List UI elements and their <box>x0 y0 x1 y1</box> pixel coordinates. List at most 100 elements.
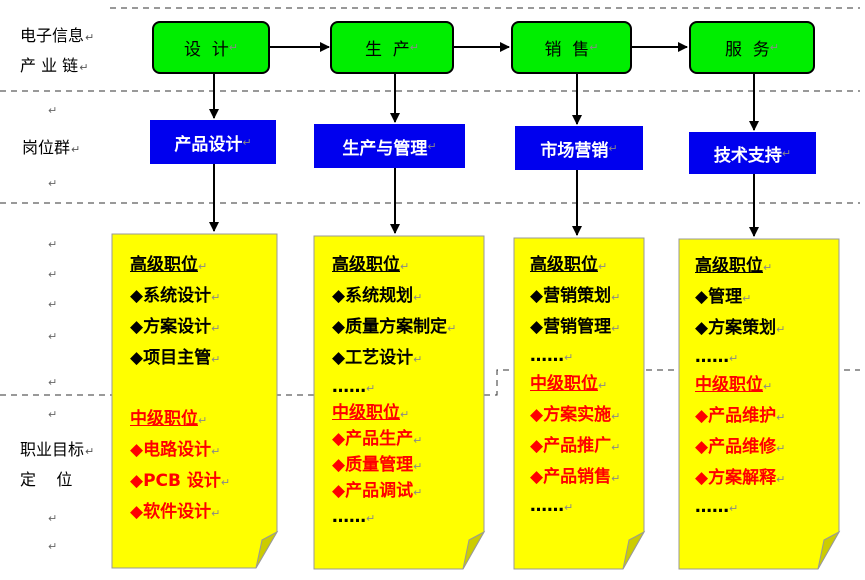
paragraph-mark: ↵ <box>611 291 621 304</box>
paragraph-mark: ↵ <box>48 268 58 281</box>
paragraph-mark: ↵ <box>611 472 621 485</box>
separator-3 <box>0 369 860 396</box>
note-shape-3 <box>513 237 646 570</box>
mid-item: …… <box>695 497 729 517</box>
senior-item: ◆系统规划 <box>332 286 414 306</box>
row-label-target-line1: 职业目标 <box>20 440 85 459</box>
paragraph-mark: ↵ <box>776 411 786 424</box>
paragraph-mark: ↵ <box>447 322 457 335</box>
paragraph-mark: ↵ <box>366 382 376 395</box>
paragraph-mark: ↵ <box>427 139 437 153</box>
paragraph-mark: ↵ <box>48 408 58 421</box>
job-group-label: 产品设计 <box>174 134 243 155</box>
paragraph-mark: ↵ <box>564 501 574 514</box>
job-group-label: 技术支持 <box>713 145 782 166</box>
paragraph-mark: ↵ <box>781 146 792 160</box>
senior-item: ◆方案设计 <box>130 317 212 337</box>
paragraph-mark: ↵ <box>608 141 618 155</box>
paragraph-mark: ↵ <box>220 476 231 489</box>
senior-item: …… <box>695 347 729 367</box>
paragraph-mark: ↵ <box>48 540 58 553</box>
paragraph-mark: ↵ <box>400 408 410 421</box>
paragraph-mark: ↵ <box>729 352 739 365</box>
chain-box-design: 设 计↵ <box>152 21 270 74</box>
paragraph-mark: ↵ <box>776 442 786 455</box>
position-note-1: 高级职位↵ ◆系统设计↵ ◆方案设计↵ ◆项目主管↵ 中级职位↵ ◆电路设计↵ … <box>112 234 277 568</box>
paragraph-mark: ↵ <box>366 512 376 525</box>
mid-item: ◆软件设计 <box>130 502 212 522</box>
paragraph-mark: ↵ <box>763 261 773 274</box>
paragraph-mark: ↵ <box>85 31 95 44</box>
job-group-tech-support: 技术支持↵ <box>689 132 816 174</box>
paragraph-mark: ↵ <box>413 353 423 366</box>
paragraph-mark: ↵ <box>48 177 58 190</box>
paragraph-mark: ↵ <box>769 41 780 54</box>
job-group-label: 生产与管理 <box>342 138 428 159</box>
paragraph-mark: ↵ <box>413 460 423 473</box>
chain-box-label: 设 计 <box>183 40 229 60</box>
row-label-jobs-text: 岗位群 <box>22 138 71 157</box>
paragraph-mark: ↵ <box>71 143 81 156</box>
paragraph-mark: ↵ <box>409 41 420 54</box>
paragraph-mark: ↵ <box>48 238 58 251</box>
mid-item: ◆产品销售 <box>530 467 612 487</box>
paragraph-mark: ↵ <box>611 441 621 454</box>
mid-item: ◆方案实施 <box>530 405 612 425</box>
senior-item: ◆方案策划 <box>695 318 777 338</box>
senior-item: ◆质量方案制定 <box>332 317 448 337</box>
job-group-production-management: 生产与管理↵ <box>314 124 465 168</box>
mid-item: ◆产品推广 <box>530 436 612 456</box>
senior-item: …… <box>332 377 366 397</box>
chain-box-label: 销 售 <box>544 40 590 60</box>
paragraph-mark: ↵ <box>48 512 58 525</box>
senior-item: ◆营销策划 <box>530 286 612 306</box>
chain-box-sales: 销 售↵ <box>511 21 632 74</box>
paragraph-mark: ↵ <box>211 291 221 304</box>
paragraph-mark: ↵ <box>776 323 786 336</box>
mid-title: 中级职位 <box>530 374 598 394</box>
row-label-target-line2: 定 位 <box>20 470 73 489</box>
paragraph-mark: ↵ <box>598 379 608 392</box>
paragraph-mark: ↵ <box>413 434 423 447</box>
note-shape-2 <box>313 235 486 570</box>
mid-item: ◆产品调试 <box>332 481 414 501</box>
note-shape-4 <box>678 238 841 570</box>
mid-title: 中级职位 <box>695 375 763 395</box>
paragraph-mark: ↵ <box>413 486 423 499</box>
paragraph-mark: ↵ <box>48 298 58 311</box>
senior-item: ◆管理 <box>695 287 743 307</box>
mid-title: 中级职位 <box>130 409 198 429</box>
paragraph-mark: ↵ <box>611 322 621 335</box>
paragraph-mark: ↵ <box>729 502 739 515</box>
job-group-marketing: 市场营销↵ <box>515 126 643 170</box>
mid-item: …… <box>530 496 564 516</box>
paragraph-mark: ↵ <box>742 292 752 305</box>
senior-item: …… <box>530 346 564 366</box>
chain-box-production: 生 产↵ <box>330 21 454 74</box>
mid-item: …… <box>332 507 366 527</box>
senior-title: 高级职位 <box>530 255 598 275</box>
job-group-label: 市场营销 <box>540 140 609 161</box>
job-group-product-design: 产品设计↵ <box>150 120 276 164</box>
row-label-chain: 电子信息↵ 产 业 链↵ <box>20 22 94 82</box>
note-shape-1 <box>111 233 279 569</box>
senior-item: ◆营销管理 <box>530 317 612 337</box>
senior-title: 高级职位 <box>695 256 763 276</box>
mid-item: ◆方案解释 <box>695 468 777 488</box>
senior-item: ◆项目主管 <box>130 348 212 368</box>
paragraph-mark: ↵ <box>589 41 599 54</box>
paragraph-mark: ↵ <box>48 330 58 343</box>
mid-item: ◆产品生产 <box>332 429 414 449</box>
paragraph-mark: ↵ <box>48 104 58 117</box>
row-label-chain-line2: 产 业 链 <box>20 56 79 75</box>
position-note-2: 高级职位↵ ◆系统规划↵ ◆质量方案制定↵ ◆工艺设计↵ ……↵ 中级职位↵ ◆… <box>314 236 484 569</box>
mid-item: ◆产品维修 <box>695 437 777 457</box>
paragraph-mark: ↵ <box>211 507 221 520</box>
senior-item: ◆工艺设计 <box>332 348 414 368</box>
paragraph-mark: ↵ <box>85 445 95 458</box>
position-note-3: 高级职位↵ ◆营销策划↵ ◆营销管理↵ ……↵ 中级职位↵ ◆方案实施↵ ◆产品… <box>514 238 644 569</box>
senior-title: 高级职位 <box>130 255 198 275</box>
mid-item: ◆电路设计 <box>130 440 212 460</box>
paragraph-mark: ↵ <box>598 260 608 273</box>
chain-box-label: 生 产 <box>364 40 410 60</box>
